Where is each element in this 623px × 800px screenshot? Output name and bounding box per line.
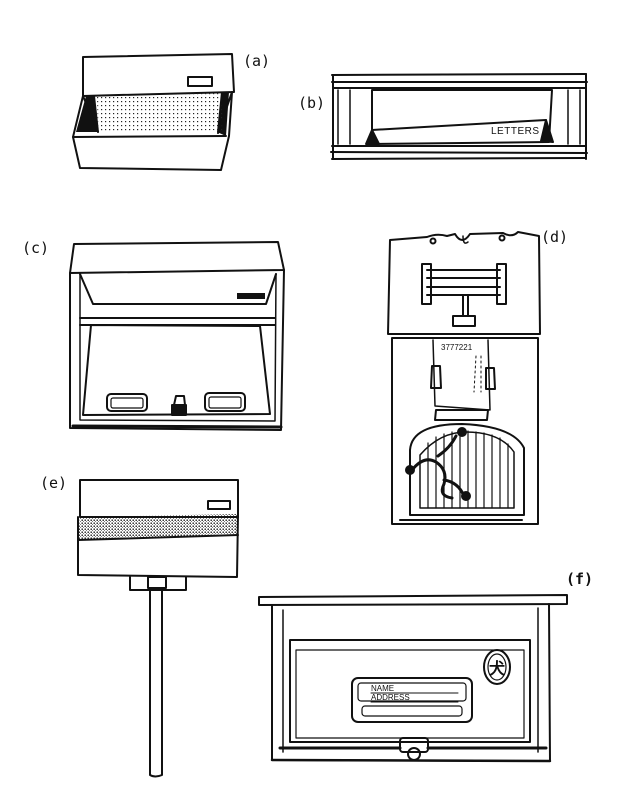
mailbox-c: [69, 241, 285, 431]
name-label: NAME: [371, 684, 394, 693]
mailbox-d: 3777221: [387, 231, 541, 525]
panel-label-d: (d): [541, 228, 569, 246]
panel-label-f: (f): [566, 570, 594, 588]
mailbox-e: [77, 479, 239, 778]
mailbox-f: NAME ADDRESS 犬: [258, 594, 568, 763]
mailbox-a-nameplate: [187, 76, 213, 87]
mailbox-a: [72, 53, 235, 171]
house-number-inscription: 3777221: [441, 343, 473, 352]
panel-label-b: (b): [298, 94, 326, 112]
panel-label-e: (e): [40, 474, 68, 492]
address-label: ADDRESS: [371, 693, 410, 702]
letters-inscription: LETTERS: [491, 126, 540, 137]
nameplate-f: [351, 677, 473, 723]
mailbox-b: LETTERS: [330, 73, 588, 160]
dog-emblem-icon: 犬: [489, 659, 506, 678]
mailbox-e-nameplate: [207, 500, 231, 510]
panel-label-a: (a): [243, 52, 271, 70]
panel-label-c: (c): [22, 239, 50, 257]
